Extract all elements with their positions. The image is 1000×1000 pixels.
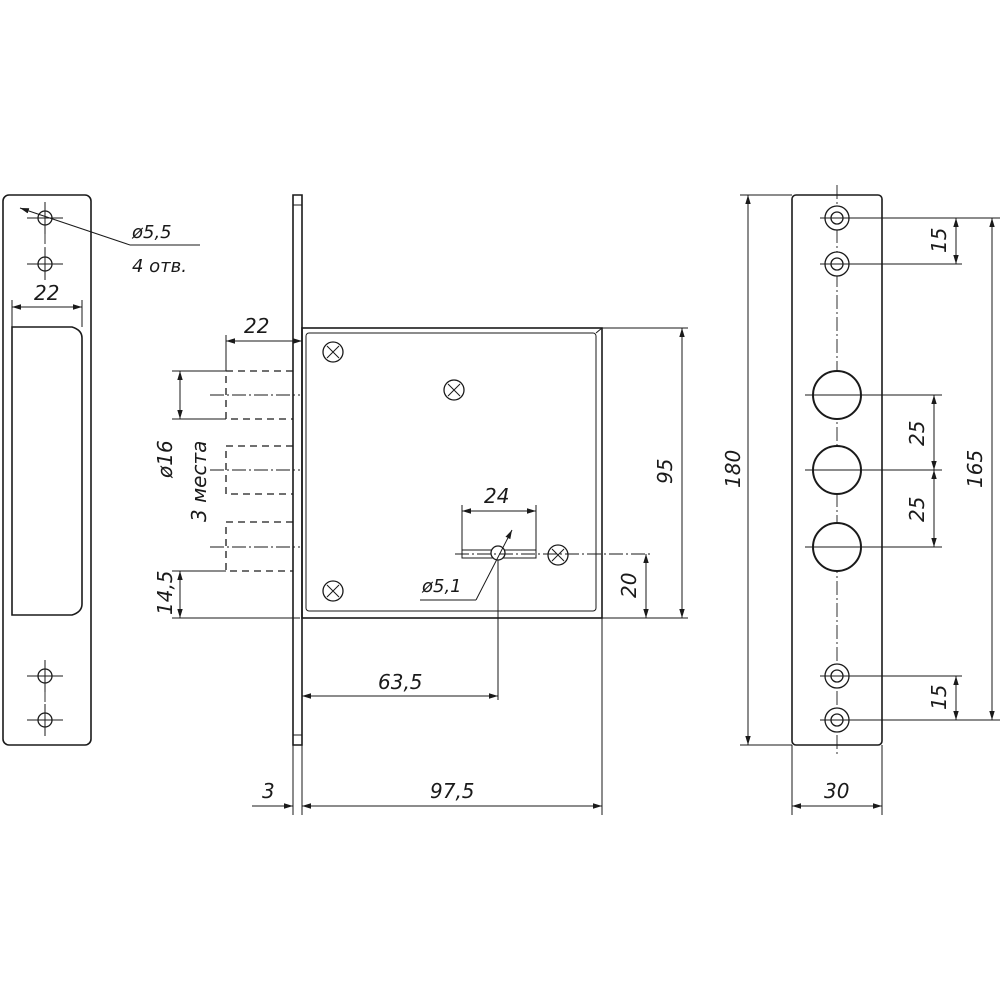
deadbolt-openings [805,370,869,572]
bolt-count-label: 3 места [187,441,211,522]
bolt-bottom-dim: 14,5 [153,570,177,615]
strike-plate-holes [27,202,63,736]
cover-screws [322,341,569,602]
strike-plate-slot [11,326,83,616]
strike-width-dim: 22 [34,281,59,305]
faceplate-front-view: 180 15 25 25 165 15 30 [721,185,1000,815]
faceplate-width-dim: 30 [824,779,849,803]
bolt-spacing-2-dim: 25 [905,497,929,522]
hole-count-label: 4 отв. [132,256,187,277]
faceplate-screw-holes [820,205,854,733]
strike-plate-outline [2,194,92,746]
hole-span-dim: 165 [963,450,987,488]
keyhole [455,545,650,700]
body-depth-dim: 97,5 [430,779,475,803]
lock-body-view: 22 ø16 3 места 14,5 24 ø5,1 95 20 63,5 [153,194,688,815]
bolt-offset-dim: 22 [244,314,269,338]
body-height-dim: 95 [653,459,677,484]
lock-case-outline [301,327,603,619]
backset-dim: 63,5 [378,670,423,694]
deadbolts [210,370,300,572]
strike-plate-view: ø5,5 4 отв. 22 [2,194,200,746]
plate-thickness-dim: 3 [262,779,275,803]
lock-cover-plate [305,332,597,612]
total-height-dim: 180 [721,450,745,488]
hole-spacing-top-dim: 15 [927,228,951,253]
key-width-dim: 24 [484,484,509,508]
bolt-spacing-1-dim: 25 [905,421,929,446]
hole-spacing-bottom-dim: 15 [927,685,951,710]
key-height-dim: 20 [617,573,641,598]
bolt-diameter-dim: ø16 [153,440,177,479]
key-hole-dim: ø5,1 [421,576,462,597]
hole-diameter-label: ø5,5 [131,222,172,243]
